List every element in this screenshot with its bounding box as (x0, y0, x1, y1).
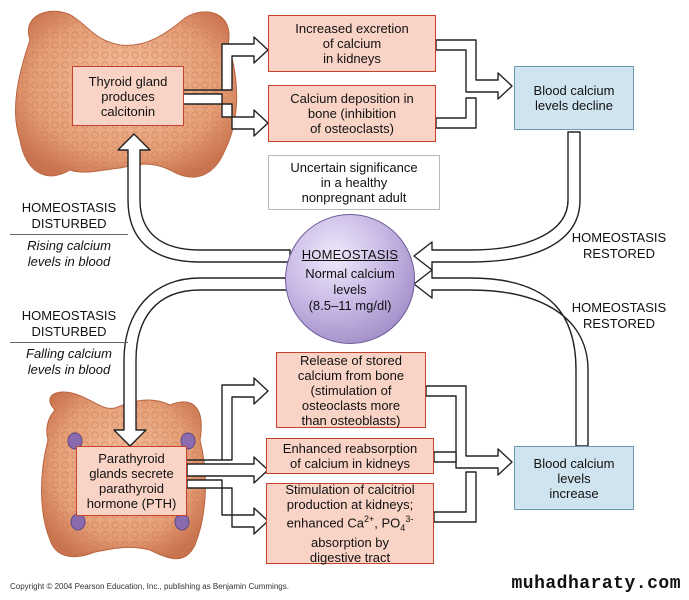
thyroid-calcitonin-label: Thyroid gland produces calcitonin (72, 66, 184, 126)
divider (10, 234, 128, 235)
blood-calcium-increase: Blood calcium levels increase (514, 446, 634, 510)
arrow-to-calcitriol (186, 479, 269, 535)
calcitriol-line4: absorption by (310, 535, 390, 551)
homeostasis-title: HOMEOSTASIS (301, 247, 399, 262)
restored-line2: RESTORED (583, 246, 655, 261)
calcitriol-line2: production at kidneys; (286, 496, 414, 512)
arrow-homeostasis-to-parathyroid (113, 277, 297, 447)
arrow-reabsorption-to-increase (433, 451, 457, 463)
calcitriol-line5: digestive tract (309, 550, 391, 566)
disturbed-line1: HOMEOSTASIS (21, 200, 117, 215)
calcitriol-po-charge: 3- (405, 513, 414, 524)
arrow-to-release (186, 377, 269, 461)
calcitriol-po-subscript: 4 (400, 522, 406, 533)
effect-calcium-release: Release of stored calcium from bone (sti… (276, 352, 426, 428)
arrow-excretion-to-decline (435, 39, 513, 100)
calcitriol-po-text: , PO (374, 514, 401, 530)
parathyroid-dot (70, 513, 86, 531)
effect-calcium-deposition: Calcium deposition in bone (inhibition o… (268, 85, 436, 142)
effect-calcium-excretion: Increased excretion of calcium in kidney… (268, 15, 436, 72)
rising-calcium-text: Rising calcium levels in blood (27, 238, 111, 269)
effect-calcitriol-stimulation: Stimulation of calcitriol production at … (266, 481, 434, 566)
disturbed-line2: DISTURBED (31, 324, 107, 339)
restored-line1: HOMEOSTASIS (571, 230, 667, 245)
homeostasis-normal-levels: Normal calcium levels (8.5–11 mg/dl) (305, 266, 395, 313)
calcitriol-ca-charge: 2+ (364, 513, 375, 524)
arrow-homeostasis-to-thyroid (117, 133, 291, 263)
calcitriol-ca-text: enhanced Ca (286, 514, 365, 530)
arrow-deposition-to-decline (435, 97, 477, 129)
restored-line1: HOMEOSTASIS (571, 300, 667, 315)
homeostasis-circle: HOMEOSTASIS Normal calcium levels (8.5–1… (285, 214, 415, 344)
disturbed-line2: DISTURBED (31, 216, 107, 231)
calcitriol-line3: enhanced Ca2+, PO43- (287, 512, 414, 536)
parathyroid-dot (180, 432, 196, 450)
arrow-release-to-increase (425, 385, 513, 476)
divider (10, 342, 128, 343)
copyright-footer: Copyright © 2004 Pearson Education, Inc.… (10, 582, 289, 591)
blood-calcium-decline: Blood calcium levels decline (514, 66, 634, 130)
parathyroid-pth-label: Parathyroid glands secrete parathyroid h… (76, 446, 187, 516)
calcitriol-line1: Stimulation of calcitriol (285, 481, 415, 497)
arrow-to-reabsorption (186, 456, 269, 484)
arrow-to-deposition (181, 93, 269, 137)
note-uncertain-significance: Uncertain significance in a healthy nonp… (268, 155, 440, 210)
parathyroid-dot (67, 432, 83, 450)
label-homeostasis-restored-top: HOMEOSTASIS RESTORED (560, 230, 678, 262)
effect-kidney-reabsorption: Enhanced reabsorption of calcium in kidn… (266, 438, 434, 474)
arrow-increase-to-homeostasis (413, 269, 589, 447)
falling-calcium-text: Falling calcium levels in blood (26, 346, 112, 377)
restored-line2: RESTORED (583, 316, 655, 331)
watermark: muhadharaty.com (511, 574, 681, 594)
label-homeostasis-disturbed-rising: HOMEOSTASIS DISTURBED Rising calcium lev… (10, 200, 128, 270)
disturbed-line1: HOMEOSTASIS (21, 308, 117, 323)
parathyroid-dot (174, 513, 190, 531)
label-homeostasis-disturbed-falling: HOMEOSTASIS DISTURBED Falling calcium le… (10, 308, 128, 378)
arrow-calcitriol-to-increase (433, 471, 477, 523)
label-homeostasis-restored-bottom: HOMEOSTASIS RESTORED (560, 300, 678, 332)
